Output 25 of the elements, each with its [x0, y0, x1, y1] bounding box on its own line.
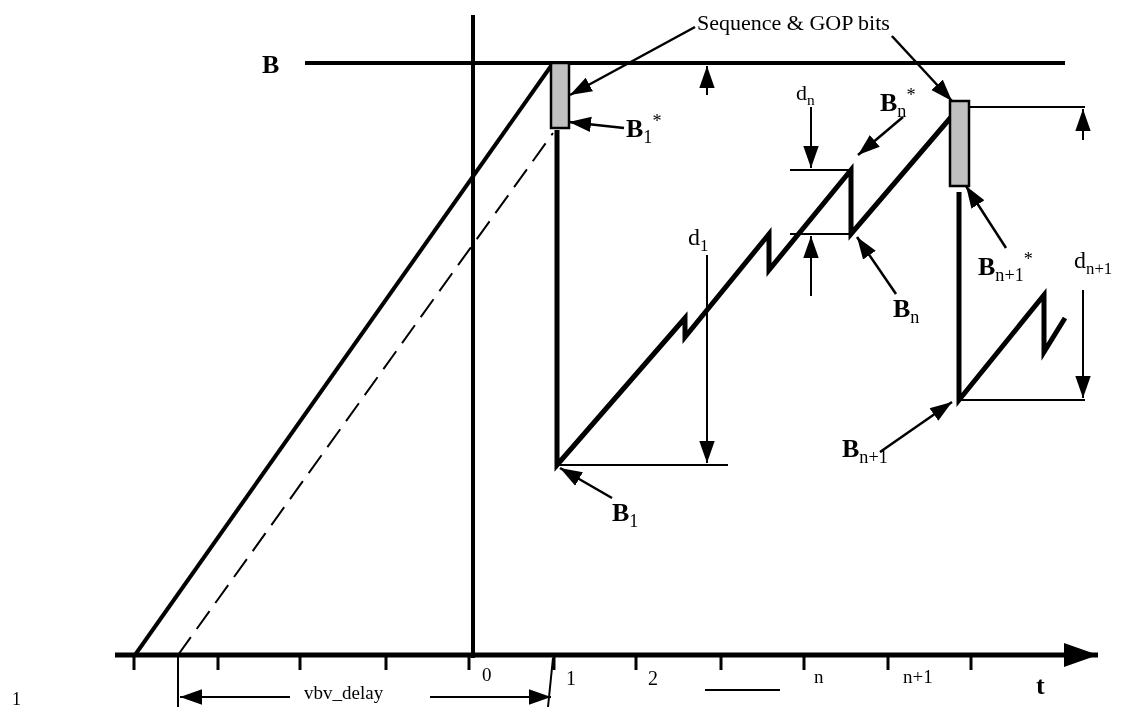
point-label: B$_{n}$	[893, 296, 920, 327]
header-bits-block	[948, 99, 971, 188]
tick-label: 1	[566, 668, 576, 688]
leader-arrow	[855, 236, 898, 295]
tick-label: n	[814, 667, 824, 686]
leader-arrow	[568, 116, 625, 133]
leader-arrow	[964, 185, 1008, 249]
axis-label: t	[1036, 673, 1045, 699]
axis-label: B	[262, 52, 280, 78]
leader-arrow	[569, 25, 696, 97]
leader-arrow	[879, 400, 953, 454]
dimension-label: d$_{1}$	[688, 225, 709, 255]
point-label: B$_{1}$	[612, 500, 639, 531]
callout-text: Sequence & GOP bits	[697, 12, 890, 34]
tick-label: 0	[482, 665, 492, 684]
dimension-label: d$_{n}$	[796, 82, 815, 108]
leader-arrow	[857, 116, 904, 156]
dimension-label: d$_{n+1}$	[1074, 248, 1113, 278]
header-bits-block	[549, 61, 571, 130]
tick-label: 2	[648, 668, 658, 688]
leader-arrow	[559, 466, 613, 500]
point-label: B$_{n+1}$	[842, 436, 888, 467]
leader-arrow	[890, 35, 953, 102]
corner-mark: 1	[12, 690, 21, 707]
tick-label: n+1	[903, 667, 933, 686]
